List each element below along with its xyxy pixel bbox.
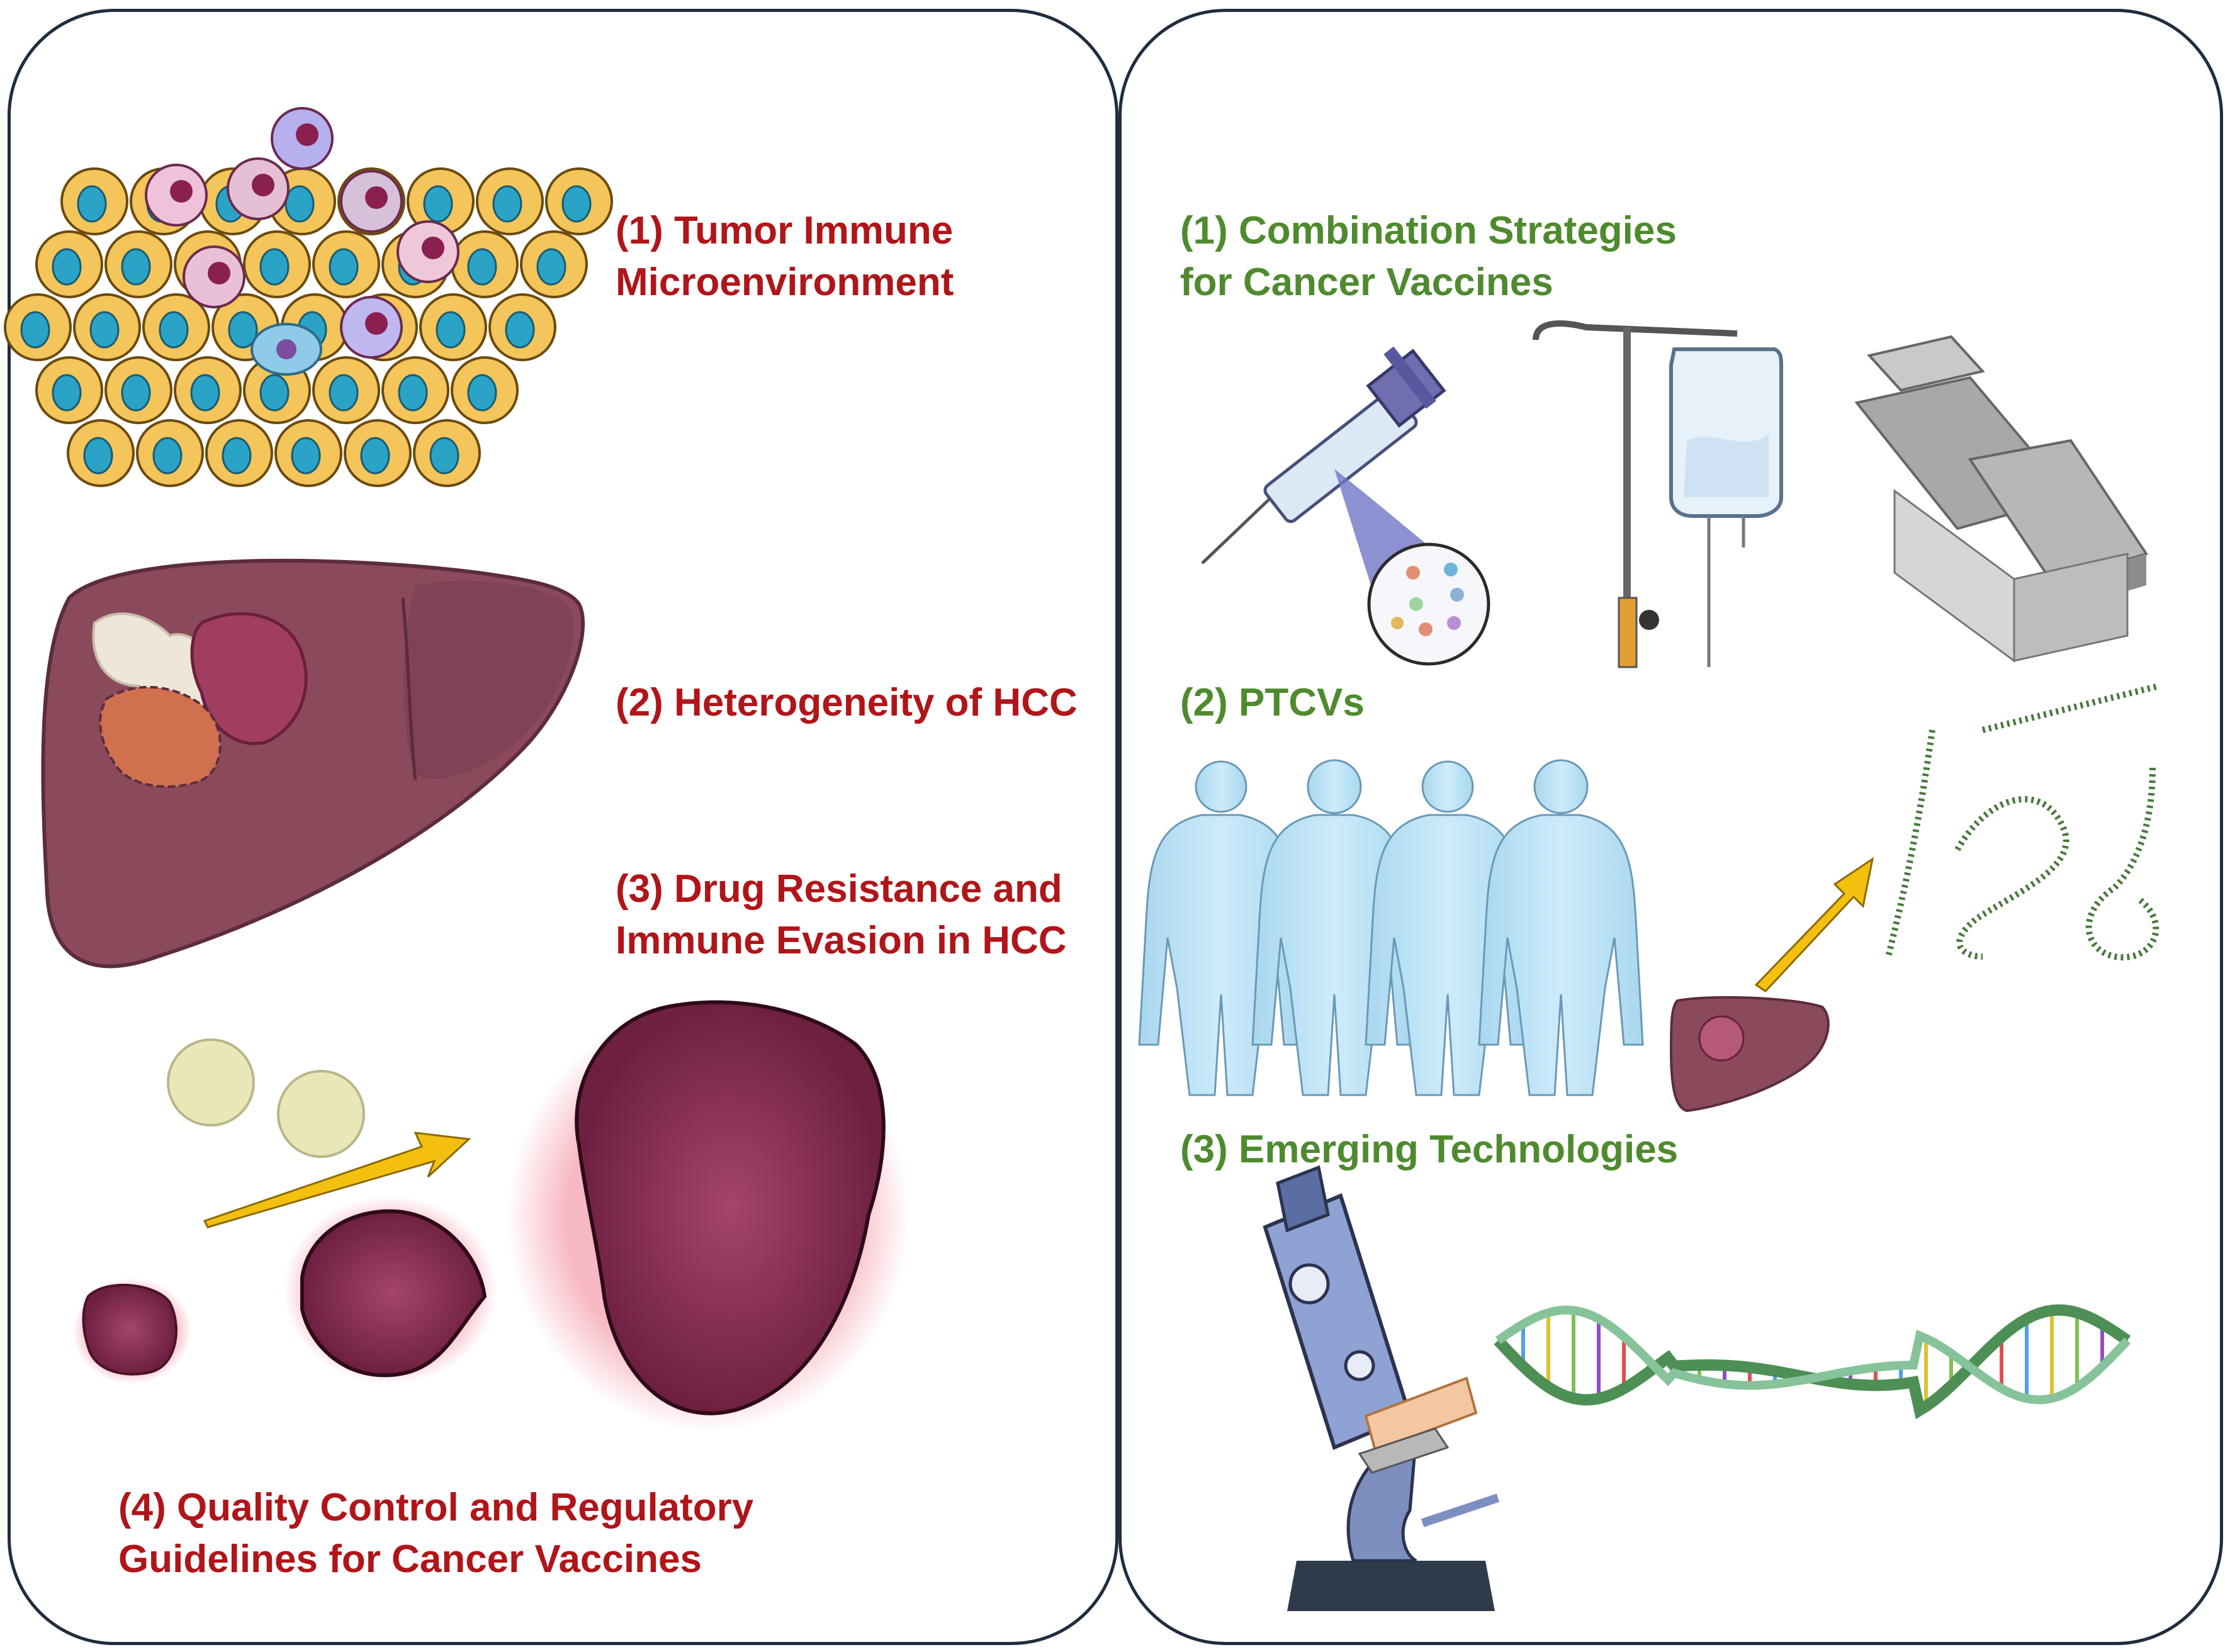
tumor-cell [451,356,519,424]
tumor-cell [60,167,128,235]
label-tumor-immune-microenvironment: (1) Tumor Immune Microenvironment [616,209,954,304]
label-ptcvs: (2) PTCVs [1180,681,1365,724]
tumor-cell [381,356,449,424]
iv-drip-icon [1533,320,1783,668]
tumor-cell [104,230,172,298]
label-emerging-technologies: (3) Emerging Technologies [1180,1128,1679,1171]
immune-cell [340,296,403,359]
tumor-cell [274,419,342,487]
tumor-cell [312,230,380,298]
immune-cell [397,220,459,283]
dendritic-cell [251,323,322,376]
immune-cell [271,107,334,170]
label-drug-resistance: (3) Drug Resistance and Immune Evasion i… [616,867,1067,962]
human-figures [1138,759,1644,1096]
treatment-table-icon [1854,335,2149,663]
tumor-cell [488,293,556,361]
tumor-cell [520,230,588,298]
tumor-cell [4,293,72,361]
tumor-cell [545,167,613,235]
dna-helix [1494,1304,2131,1420]
tumor-cell [413,419,481,487]
peptide-chains [1885,683,2160,961]
tumor-cell [243,230,311,298]
label-quality-control: (4) Quality Control and Regulatory Guide… [118,1486,754,1581]
tumor-cell [67,419,135,487]
tumor-cell [174,356,242,424]
immune-cell [145,164,208,227]
dna-strand [1495,1305,2131,1405]
immune-cell [340,170,403,233]
tumor-cell-cluster [4,107,613,487]
tumor-cell [136,419,204,487]
tumor-cell [205,419,273,487]
microscope-icon [1263,1165,1500,1611]
liver-with-tumor [41,558,585,969]
tumor-cell [476,167,544,235]
immune-cell [227,157,290,220]
tumor-cell [419,293,487,361]
tumor-cell [35,230,103,298]
tumor-cell [312,356,380,424]
small-liver [1669,857,1874,1113]
human-figure [1478,759,1644,1096]
tumor-cell [142,293,210,361]
tumor-cell [344,419,412,487]
tumor-cell [73,293,141,361]
nanoparticles [167,1038,365,1158]
immune-cell [183,245,245,308]
syringe-icon [1201,346,1490,666]
tumor-growth [72,1000,909,1432]
tumor-cell [35,356,103,424]
tumor-cell [451,230,519,298]
label-heterogeneity-hcc: (2) Heterogeneity of HCC [616,681,1078,724]
tumor-cell [104,356,172,424]
label-combination-strategies: (1) Combination Strategies for Cancer Va… [1180,209,1677,304]
